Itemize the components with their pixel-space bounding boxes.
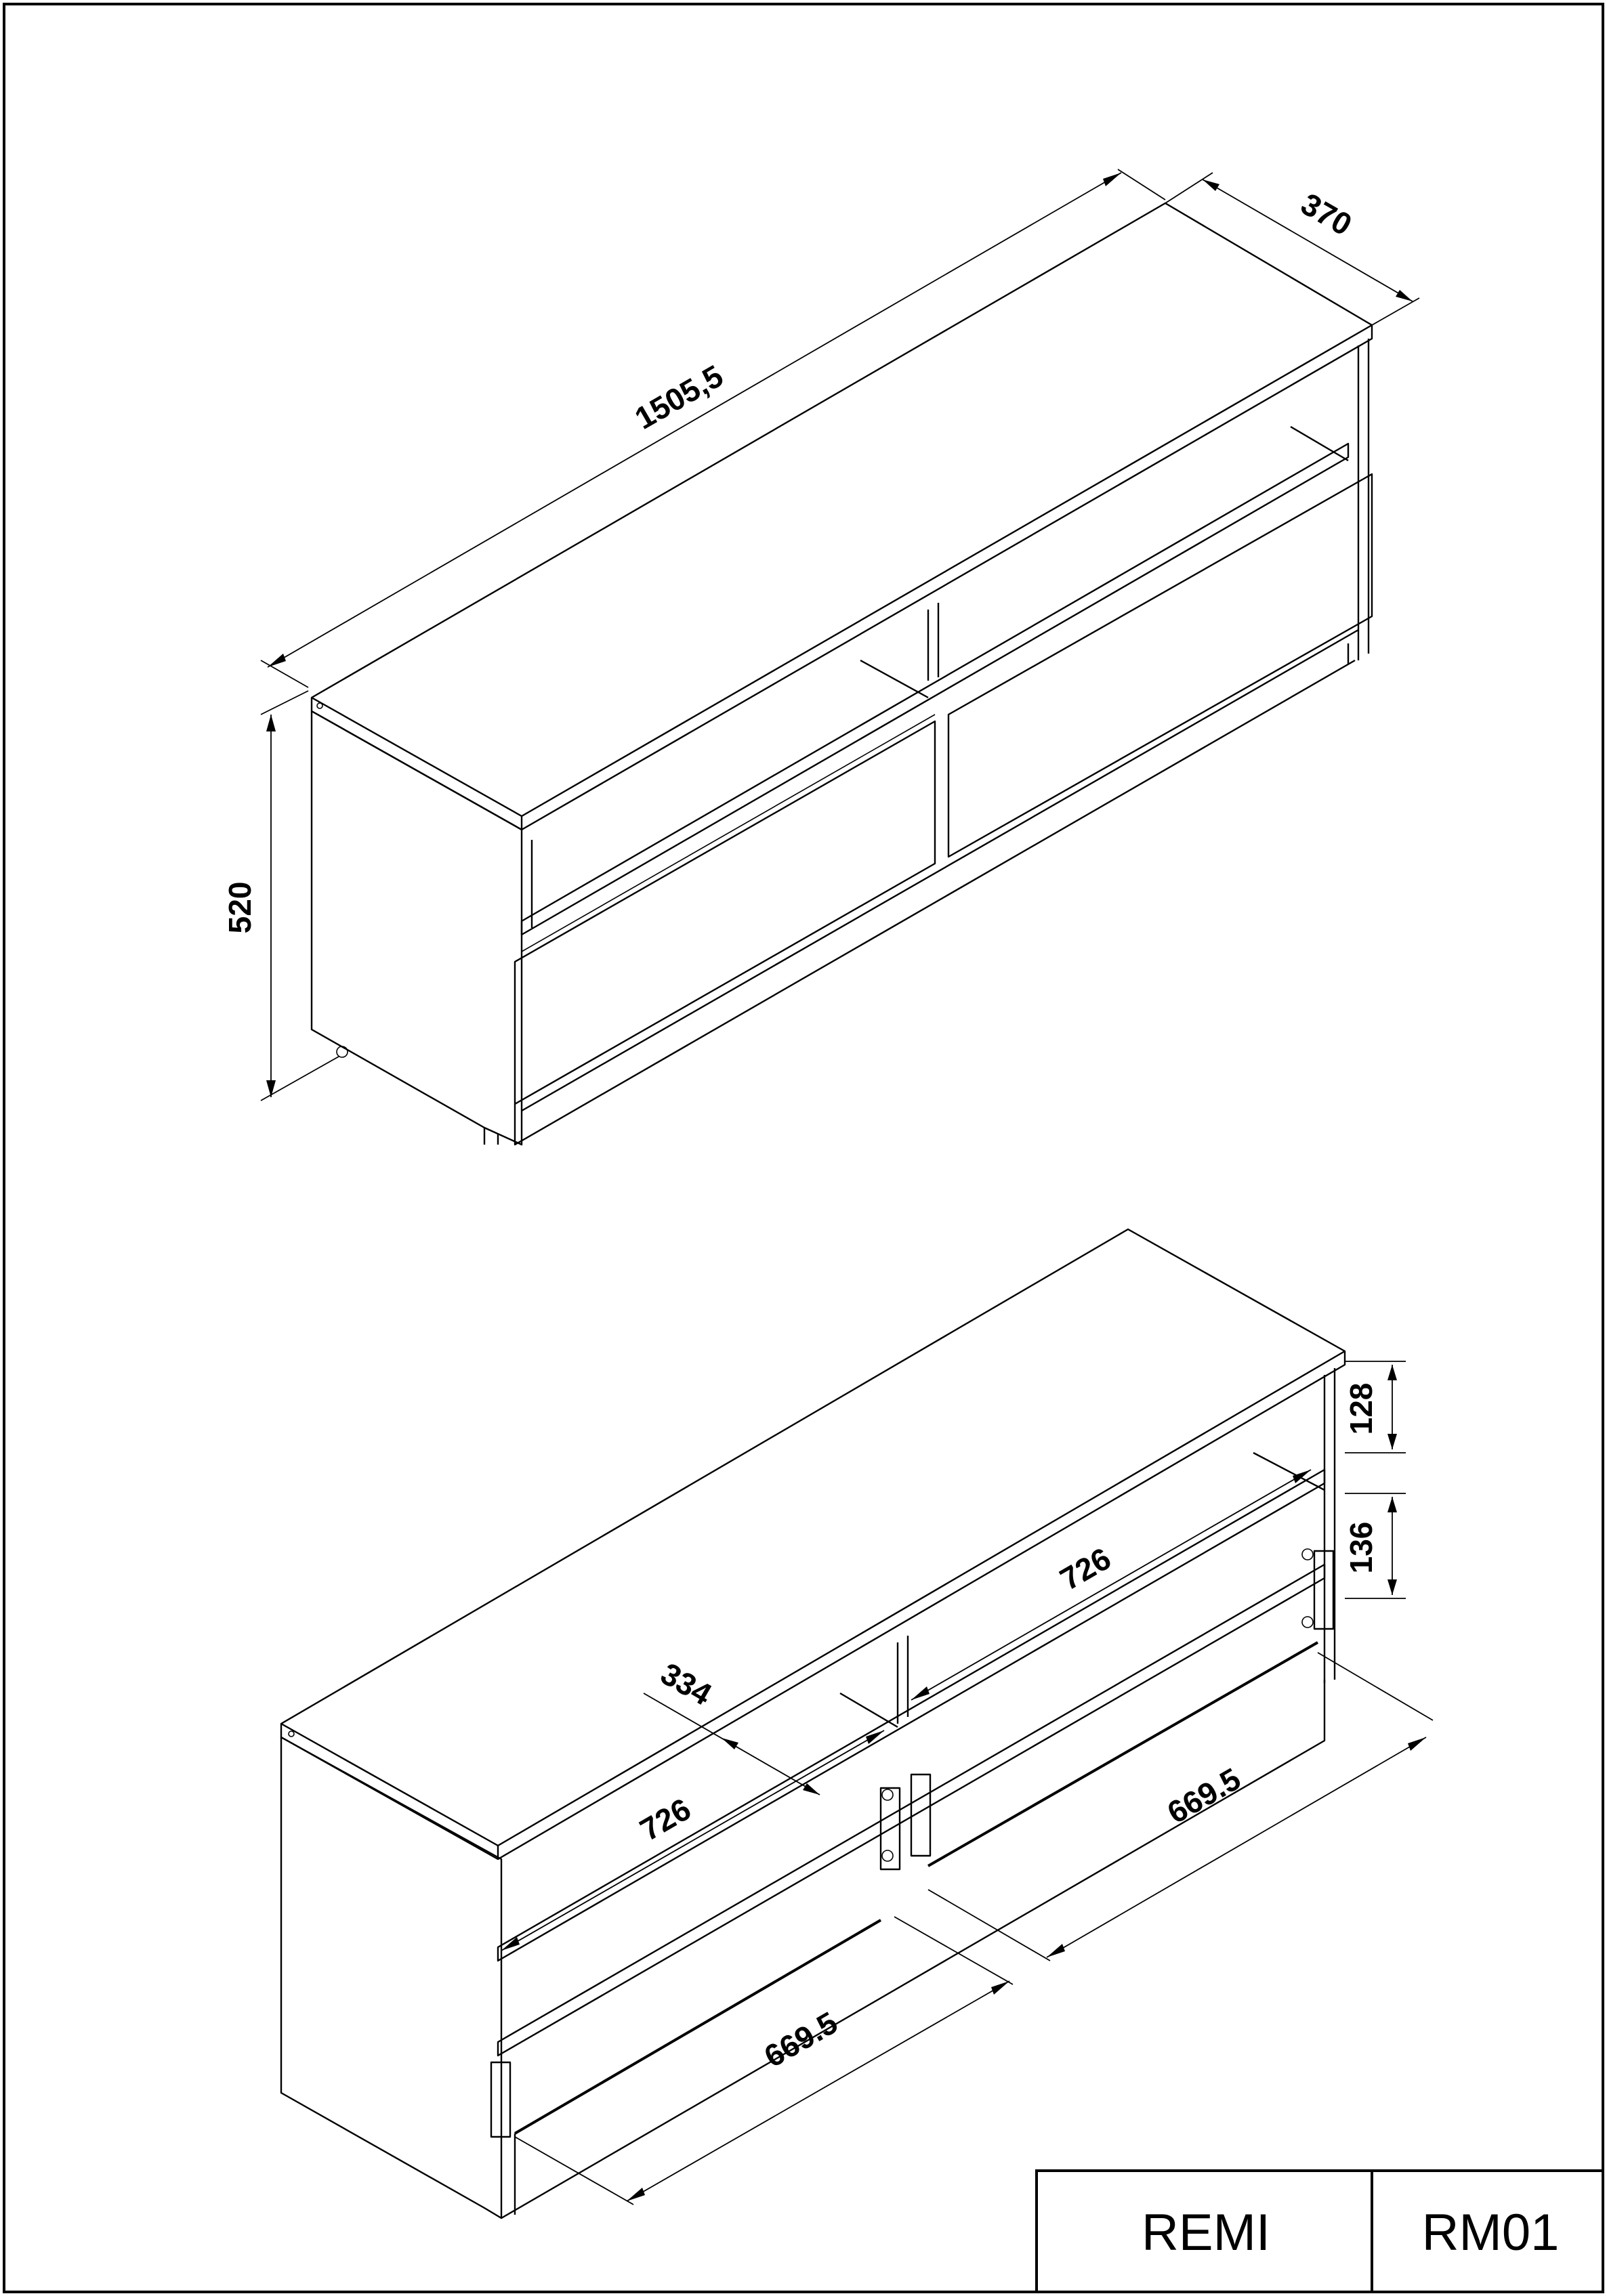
top-opening-dimension: 128 xyxy=(1343,1383,1379,1435)
shelf-depth-dimension: 334 xyxy=(655,1655,718,1712)
internal-view: 128 136 726 726 334 669.5 669.5 xyxy=(280,1228,1434,2219)
left-drawer-width-dimension: 669.5 xyxy=(758,2005,843,2075)
right-drawer-front xyxy=(947,473,1373,858)
internal-left-side-panel xyxy=(280,1736,503,2219)
right-runner xyxy=(1313,1550,1335,1630)
left-drawer-front xyxy=(514,720,936,1105)
title-block: REMI RM01 xyxy=(1035,2169,1604,2293)
drawer-opening-dimension: 136 xyxy=(1343,1522,1379,1574)
middle-runner-left xyxy=(879,1787,901,1871)
left-runner xyxy=(490,2061,512,2138)
depth-dimension: 370 xyxy=(1295,186,1358,242)
right-drawer-width-dimension: 669.5 xyxy=(1161,1761,1247,1831)
assembled-view: 1505,5 370 520 xyxy=(222,169,1420,1146)
front-shelf-width-dimension: 726 xyxy=(634,1791,696,1847)
product-code: RM01 xyxy=(1422,2204,1560,2261)
middle-runner-right xyxy=(910,1773,932,1857)
width-dimension: 1505,5 xyxy=(629,358,729,435)
product-name: REMI xyxy=(1142,2204,1270,2261)
rear-shelf-width-dimension: 726 xyxy=(1054,1540,1116,1596)
sheet-border xyxy=(3,3,1604,2293)
left-side-panel xyxy=(310,710,523,1146)
height-dimension: 520 xyxy=(222,882,257,934)
